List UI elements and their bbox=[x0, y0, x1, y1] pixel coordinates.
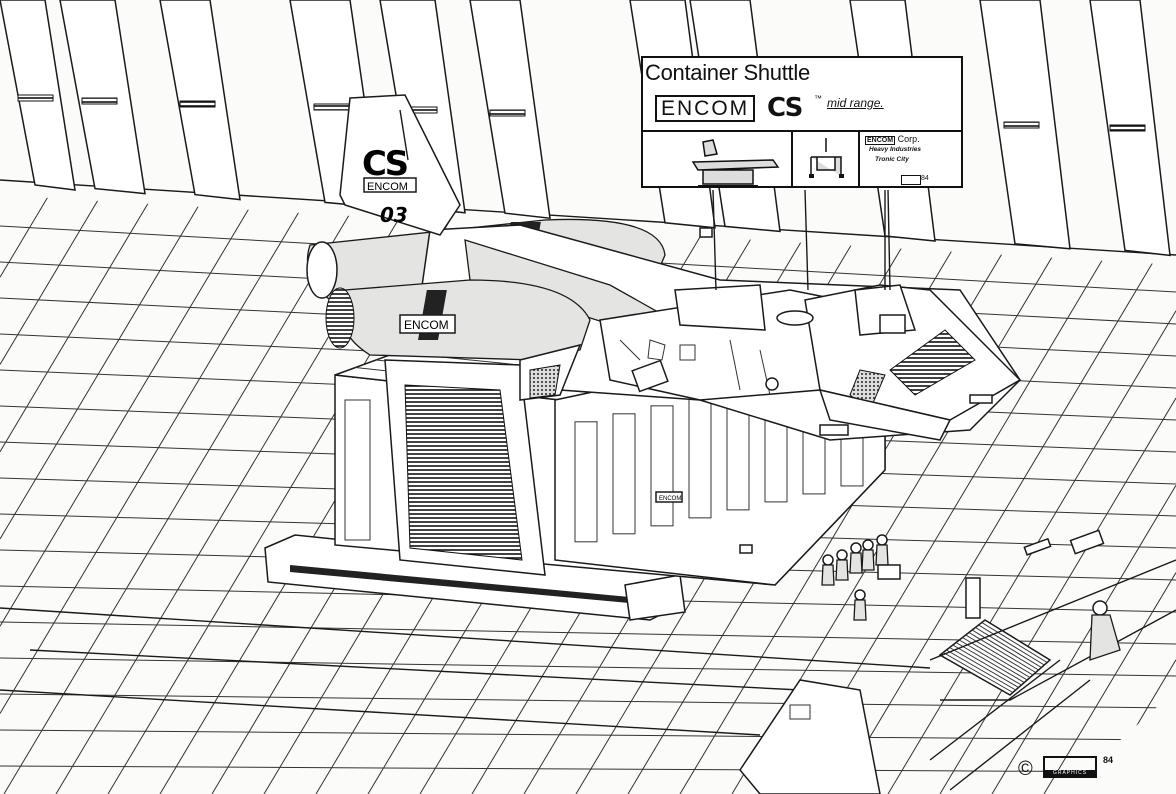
stair-step bbox=[952, 644, 1022, 686]
sign-divider bbox=[791, 130, 793, 186]
corp-brand: ENCOM bbox=[865, 136, 896, 145]
grid-line bbox=[0, 195, 209, 540]
tail-brand: ENCOM bbox=[367, 181, 408, 193]
person-body bbox=[821, 564, 835, 586]
grid-line bbox=[939, 397, 1176, 794]
grid-line bbox=[0, 729, 1176, 741]
container-shuttle-sign: Container Shuttle ENCOM CS ™ mid range. … bbox=[641, 56, 963, 188]
sign-divider bbox=[643, 130, 961, 132]
wall-vent bbox=[313, 103, 350, 111]
person-head bbox=[854, 589, 866, 601]
grid-line bbox=[0, 195, 261, 627]
stair-step bbox=[946, 649, 1016, 691]
wall-vent bbox=[489, 109, 526, 117]
grid-line bbox=[0, 195, 313, 714]
front-view-icon bbox=[809, 138, 844, 178]
person-body bbox=[853, 599, 867, 621]
sign-corp: ENCOM Corp. bbox=[865, 134, 920, 145]
person-head bbox=[850, 542, 862, 554]
wall-vent bbox=[1109, 124, 1146, 132]
hangar-wall-panels bbox=[0, 0, 1176, 257]
sign-year: 84 bbox=[921, 175, 929, 182]
tail-number: 03 bbox=[380, 203, 408, 227]
stair-step bbox=[975, 627, 1042, 668]
shuttle-hull bbox=[419, 224, 1022, 441]
grid-line bbox=[0, 195, 157, 452]
stair-step bbox=[959, 639, 1028, 681]
grid-line bbox=[835, 223, 1176, 794]
grid-line bbox=[0, 693, 1176, 709]
container-brand: ENCOM bbox=[659, 496, 681, 502]
sign-brand: ENCOM bbox=[655, 95, 756, 122]
credit-year: 84 bbox=[1103, 755, 1114, 765]
stair-step bbox=[978, 624, 1045, 666]
graphics-logo: GRAPHICS bbox=[1043, 756, 1097, 778]
container-logo bbox=[655, 491, 683, 503]
graphics-logo-small bbox=[901, 175, 921, 185]
grid-line bbox=[0, 765, 1176, 773]
stairs bbox=[929, 559, 1176, 791]
sign-divider bbox=[858, 130, 860, 186]
sign-class: mid range. bbox=[827, 96, 884, 110]
grid-line bbox=[1147, 746, 1176, 794]
wall-panel bbox=[159, 0, 241, 201]
cart bbox=[877, 564, 901, 580]
wall-vent bbox=[179, 100, 216, 108]
side-view-icon bbox=[691, 139, 780, 187]
terminal bbox=[965, 577, 981, 619]
sign-supports bbox=[712, 189, 891, 291]
sign-city: Tronic City bbox=[875, 156, 909, 163]
stair-step bbox=[949, 647, 1019, 688]
person-body bbox=[861, 549, 875, 571]
stair-step bbox=[981, 622, 1048, 663]
stair-step bbox=[971, 629, 1039, 671]
wall-vent bbox=[1003, 121, 1040, 129]
ramp-marker bbox=[789, 704, 811, 720]
wall-panel bbox=[469, 0, 551, 220]
sitting-figure bbox=[1089, 600, 1121, 661]
sign-model-logo: CS bbox=[767, 93, 803, 123]
ramp bbox=[739, 679, 881, 794]
wall-vent bbox=[81, 97, 118, 105]
grid-line bbox=[991, 485, 1176, 794]
container-panel bbox=[344, 399, 371, 541]
grid-line bbox=[0, 195, 105, 365]
corp-label: Corp. bbox=[897, 134, 920, 144]
tail-fin: CS ENCOM 03 bbox=[339, 94, 461, 236]
graphics-logo-text: GRAPHICS bbox=[1045, 770, 1095, 776]
container-panel bbox=[612, 413, 636, 535]
person-body bbox=[875, 544, 889, 566]
floor-edge bbox=[0, 607, 931, 736]
crew-figures bbox=[821, 534, 901, 621]
person-body bbox=[835, 559, 849, 581]
container-panel bbox=[650, 405, 674, 527]
sign-title: Container Shuttle bbox=[645, 60, 810, 85]
stair-step bbox=[962, 637, 1031, 678]
person-head bbox=[862, 539, 874, 551]
person-head bbox=[876, 534, 888, 546]
stair-step bbox=[955, 642, 1025, 683]
hull-brand: ENCOM bbox=[404, 318, 449, 332]
sign-trademark: ™ bbox=[814, 94, 822, 103]
container-panel bbox=[574, 421, 598, 543]
person-head bbox=[822, 554, 834, 566]
landing-rail bbox=[264, 534, 686, 621]
sign-division: Heavy Industries bbox=[869, 146, 922, 153]
stair-step bbox=[942, 652, 1014, 693]
cargo-door bbox=[384, 359, 546, 576]
wall-panel bbox=[59, 0, 146, 195]
person-head bbox=[836, 549, 848, 561]
grid-line bbox=[0, 195, 53, 278]
grid-line bbox=[1095, 659, 1176, 794]
engine-pod-front: ENCOM bbox=[325, 279, 591, 401]
person-body bbox=[849, 552, 863, 574]
copyright-symbol: © bbox=[1018, 758, 1033, 780]
wall-vent bbox=[17, 94, 54, 102]
